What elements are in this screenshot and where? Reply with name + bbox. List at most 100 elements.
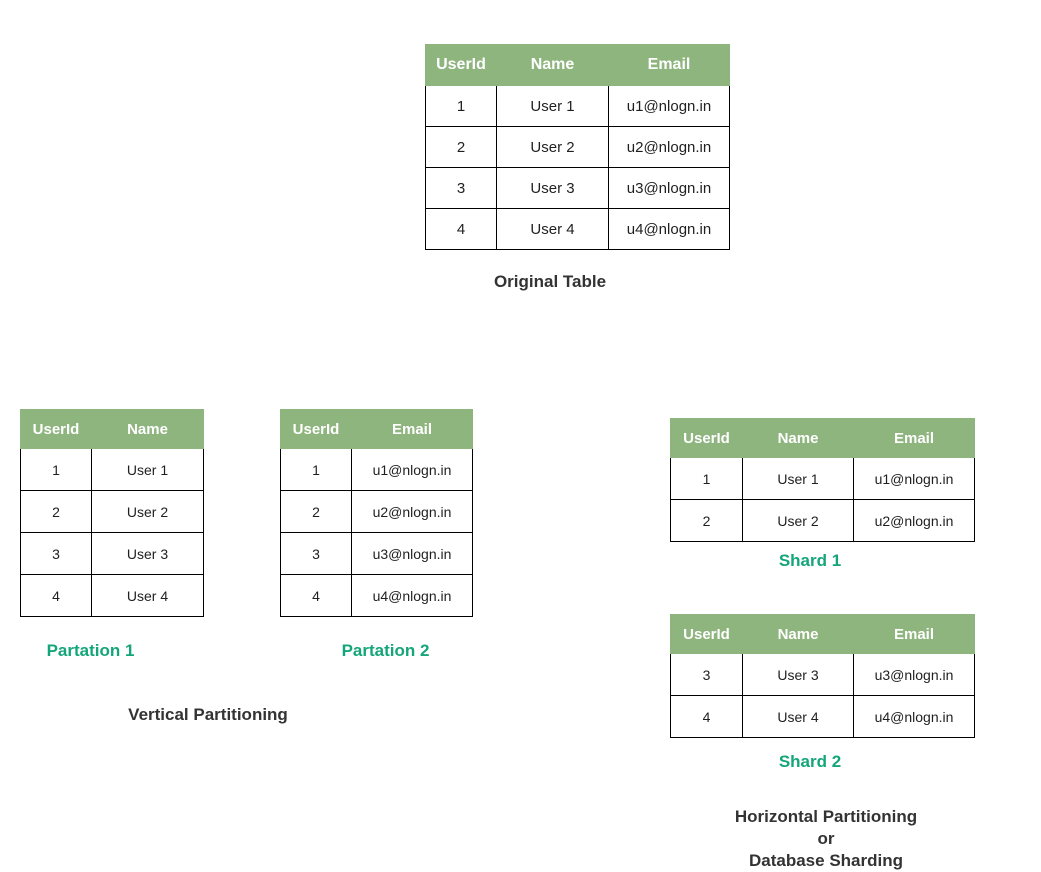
original-table-head: UserId Name Email bbox=[425, 44, 730, 86]
cell-email: u2@nlogn.in bbox=[351, 490, 473, 533]
table-row: 2 User 2 bbox=[20, 490, 204, 533]
caption-line-2: or bbox=[817, 829, 835, 848]
cell-email: u4@nlogn.in bbox=[608, 208, 730, 250]
cell-userid: 1 bbox=[425, 85, 497, 127]
partition-1-body: 1 User 1 2 User 2 3 User 3 4 User 4 bbox=[20, 448, 204, 617]
column-header-userid: UserId bbox=[670, 614, 743, 654]
table-row: 1 User 1 u1@nlogn.in bbox=[425, 85, 730, 127]
shard-2-table: UserId Name Email 3 User 3 u3@nlogn.in 4… bbox=[670, 614, 975, 738]
partition-2-head: UserId Email bbox=[280, 409, 473, 449]
table-row: 2 u2@nlogn.in bbox=[280, 490, 473, 533]
column-header-email: Email bbox=[853, 418, 975, 458]
cell-userid: 4 bbox=[280, 574, 352, 617]
partition-1-head: UserId Name bbox=[20, 409, 204, 449]
cell-userid: 1 bbox=[280, 448, 352, 491]
cell-name: User 2 bbox=[496, 126, 609, 168]
caption-line-1: Horizontal Partitioning bbox=[734, 807, 918, 826]
column-header-email: Email bbox=[608, 44, 730, 86]
vertical-partitioning-caption: Vertical Partitioning bbox=[128, 705, 288, 724]
cell-userid: 4 bbox=[425, 208, 497, 250]
cell-email: u2@nlogn.in bbox=[853, 499, 975, 542]
shard-1-table: UserId Name Email 1 User 1 u1@nlogn.in 2… bbox=[670, 418, 975, 542]
cell-email: u1@nlogn.in bbox=[853, 457, 975, 500]
column-header-email: Email bbox=[853, 614, 975, 654]
cell-name: User 2 bbox=[91, 490, 204, 533]
cell-email: u4@nlogn.in bbox=[351, 574, 473, 617]
shard-2-body: 3 User 3 u3@nlogn.in 4 User 4 u4@nlogn.i… bbox=[670, 653, 975, 738]
cell-userid: 2 bbox=[425, 126, 497, 168]
horizontal-partitioning-caption: Horizontal Partitioning or Database Shar… bbox=[701, 806, 951, 872]
column-header-userid: UserId bbox=[425, 44, 497, 86]
cell-userid: 3 bbox=[425, 167, 497, 209]
shard-1-grid: UserId Name Email 1 User 1 u1@nlogn.in 2… bbox=[670, 418, 975, 542]
original-table-caption: Original Table bbox=[493, 272, 607, 291]
cell-email: u3@nlogn.in bbox=[351, 532, 473, 575]
cell-name: User 3 bbox=[496, 167, 609, 209]
shard-1-body: 1 User 1 u1@nlogn.in 2 User 2 u2@nlogn.i… bbox=[670, 457, 975, 542]
partition-2-table: UserId Email 1 u1@nlogn.in 2 u2@nlogn.in… bbox=[280, 409, 473, 617]
cell-name: User 2 bbox=[742, 499, 854, 542]
cell-userid: 4 bbox=[670, 695, 743, 738]
table-row: 2 User 2 u2@nlogn.in bbox=[425, 126, 730, 168]
table-header-row: UserId Name Email bbox=[670, 614, 975, 654]
shard-2-head: UserId Name Email bbox=[670, 614, 975, 654]
partition-2-label: Partation 2 bbox=[341, 641, 430, 660]
column-header-name: Name bbox=[742, 418, 854, 458]
shard-2-grid: UserId Name Email 3 User 3 u3@nlogn.in 4… bbox=[670, 614, 975, 738]
partition-1-label: Partation 1 bbox=[46, 641, 135, 660]
column-header-email: Email bbox=[351, 409, 473, 449]
original-table: UserId Name Email 1 User 1 u1@nlogn.in 2… bbox=[425, 44, 730, 250]
caption-line-3: Database Sharding bbox=[749, 851, 903, 870]
table-header-row: UserId Name Email bbox=[670, 418, 975, 458]
cell-email: u4@nlogn.in bbox=[853, 695, 975, 738]
partition-2-grid: UserId Email 1 u1@nlogn.in 2 u2@nlogn.in… bbox=[280, 409, 473, 617]
cell-email: u3@nlogn.in bbox=[608, 167, 730, 209]
cell-userid: 2 bbox=[670, 499, 743, 542]
table-row: 3 u3@nlogn.in bbox=[280, 532, 473, 575]
column-header-name: Name bbox=[496, 44, 609, 86]
cell-name: User 1 bbox=[91, 448, 204, 491]
cell-email: u2@nlogn.in bbox=[608, 126, 730, 168]
cell-name: User 4 bbox=[742, 695, 854, 738]
cell-userid: 3 bbox=[20, 532, 92, 575]
table-row: 4 u4@nlogn.in bbox=[280, 574, 473, 617]
cell-name: User 3 bbox=[742, 653, 854, 696]
partition-2-body: 1 u1@nlogn.in 2 u2@nlogn.in 3 u3@nlogn.i… bbox=[280, 448, 473, 617]
cell-name: User 3 bbox=[91, 532, 204, 575]
cell-name: User 4 bbox=[91, 574, 204, 617]
table-row: 2 User 2 u2@nlogn.in bbox=[670, 499, 975, 542]
table-header-row: UserId Name Email bbox=[425, 44, 730, 86]
cell-userid: 4 bbox=[20, 574, 92, 617]
table-row: 4 User 4 u4@nlogn.in bbox=[670, 695, 975, 738]
partition-1-table: UserId Name 1 User 1 2 User 2 3 User 3 bbox=[20, 409, 204, 617]
table-row: 4 User 4 bbox=[20, 574, 204, 617]
cell-email: u1@nlogn.in bbox=[608, 85, 730, 127]
cell-userid: 2 bbox=[20, 490, 92, 533]
cell-email: u1@nlogn.in bbox=[351, 448, 473, 491]
table-row: 4 User 4 u4@nlogn.in bbox=[425, 208, 730, 250]
cell-userid: 1 bbox=[670, 457, 743, 500]
cell-name: User 1 bbox=[496, 85, 609, 127]
column-header-name: Name bbox=[742, 614, 854, 654]
table-header-row: UserId Name bbox=[20, 409, 204, 449]
cell-userid: 3 bbox=[670, 653, 743, 696]
column-header-name: Name bbox=[91, 409, 204, 449]
table-row: 1 User 1 u1@nlogn.in bbox=[670, 457, 975, 500]
cell-name: User 4 bbox=[496, 208, 609, 250]
cell-userid: 3 bbox=[280, 532, 352, 575]
cell-name: User 1 bbox=[742, 457, 854, 500]
shard-2-label: Shard 2 bbox=[778, 752, 842, 771]
cell-userid: 1 bbox=[20, 448, 92, 491]
cell-userid: 2 bbox=[280, 490, 352, 533]
table-header-row: UserId Email bbox=[280, 409, 473, 449]
original-table-body: 1 User 1 u1@nlogn.in 2 User 2 u2@nlogn.i… bbox=[425, 85, 730, 250]
original-table-grid: UserId Name Email 1 User 1 u1@nlogn.in 2… bbox=[425, 44, 730, 250]
cell-email: u3@nlogn.in bbox=[853, 653, 975, 696]
column-header-userid: UserId bbox=[20, 409, 92, 449]
table-row: 3 User 3 u3@nlogn.in bbox=[670, 653, 975, 696]
shard-1-head: UserId Name Email bbox=[670, 418, 975, 458]
shard-1-label: Shard 1 bbox=[778, 551, 842, 570]
table-row: 1 u1@nlogn.in bbox=[280, 448, 473, 491]
partition-1-grid: UserId Name 1 User 1 2 User 2 3 User 3 bbox=[20, 409, 204, 617]
